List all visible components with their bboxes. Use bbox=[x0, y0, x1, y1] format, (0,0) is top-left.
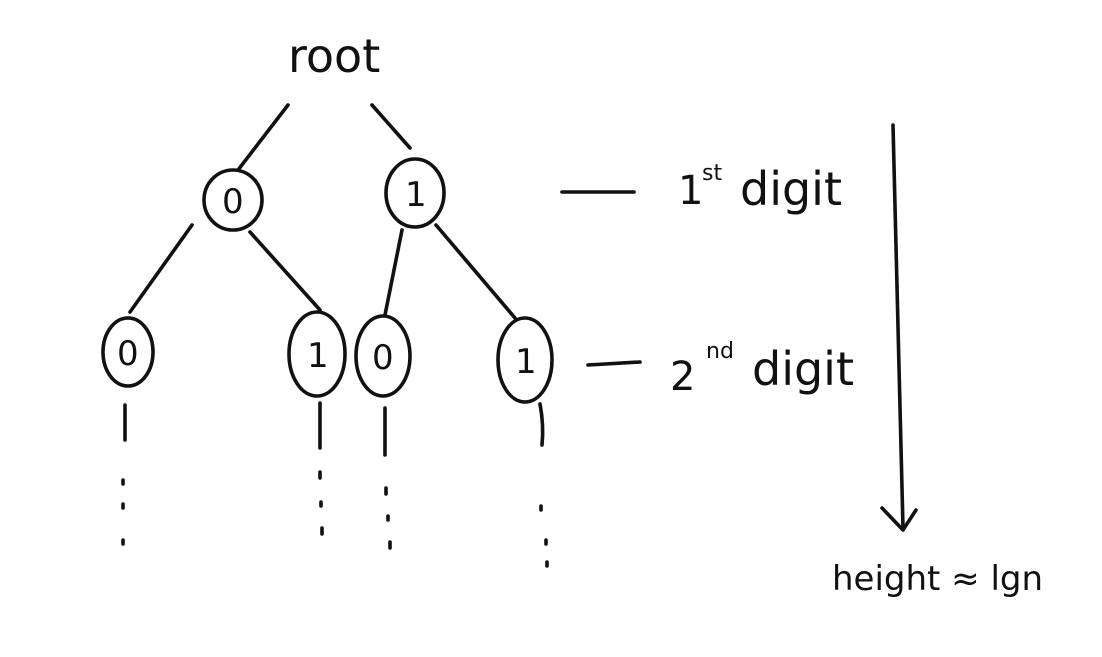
edge-root-right bbox=[370, 103, 412, 150]
node-digit: 1 bbox=[405, 175, 427, 215]
edge-l1right-l2c bbox=[383, 228, 404, 317]
annotation-suffix: nd bbox=[706, 339, 734, 364]
annotation-second-digit: 2 nd digit bbox=[586, 339, 854, 400]
continuation-d bbox=[538, 402, 549, 568]
node-circle bbox=[101, 316, 155, 388]
node-level2-b: 1 bbox=[287, 310, 347, 398]
root-label: root bbox=[288, 29, 380, 83]
annotation-suffix: st bbox=[702, 161, 722, 186]
annotation-dash bbox=[586, 360, 642, 367]
node-digit: 0 bbox=[117, 334, 139, 374]
node-circle bbox=[496, 316, 554, 404]
arrow-shaft bbox=[891, 123, 905, 530]
node-circle bbox=[287, 310, 347, 398]
node-level2-c: 0 bbox=[354, 314, 412, 398]
annotation-first-digit: 1 st digit bbox=[560, 161, 842, 216]
edge-l1left-l2a bbox=[128, 223, 194, 314]
ellipsis-dots bbox=[539, 504, 549, 568]
edge-l1left-l2b bbox=[248, 230, 322, 312]
node-circle bbox=[354, 314, 412, 398]
node-level1-left: 0 bbox=[202, 168, 264, 232]
annotation-word: digit bbox=[740, 162, 842, 216]
node-digit: 1 bbox=[307, 336, 329, 376]
node-level2-d: 1 bbox=[496, 316, 554, 404]
arrow-head-icon bbox=[880, 506, 918, 532]
annotation-word: digit bbox=[752, 342, 854, 396]
ellipsis-dots bbox=[318, 470, 324, 536]
continuation-b bbox=[318, 401, 324, 536]
node-digit: 0 bbox=[372, 338, 394, 378]
continuation-a bbox=[121, 403, 127, 546]
node-circle bbox=[202, 168, 264, 232]
node-circle bbox=[384, 157, 446, 229]
node-level2-a: 0 bbox=[101, 316, 155, 388]
continuation-line bbox=[538, 402, 545, 447]
annotation-number: 1 bbox=[678, 168, 703, 214]
ellipsis-dots bbox=[384, 486, 392, 550]
height-arrow bbox=[880, 123, 918, 532]
annotation-number: 2 bbox=[670, 354, 695, 400]
node-level1-right: 1 bbox=[384, 157, 446, 229]
height-label: height ≈ lgn bbox=[832, 559, 1043, 599]
node-digit: 0 bbox=[222, 182, 244, 222]
edge-l1right-l2d bbox=[434, 223, 517, 320]
node-digit: 1 bbox=[515, 342, 537, 382]
edge-root-left bbox=[236, 103, 290, 172]
continuation-c bbox=[383, 406, 392, 550]
